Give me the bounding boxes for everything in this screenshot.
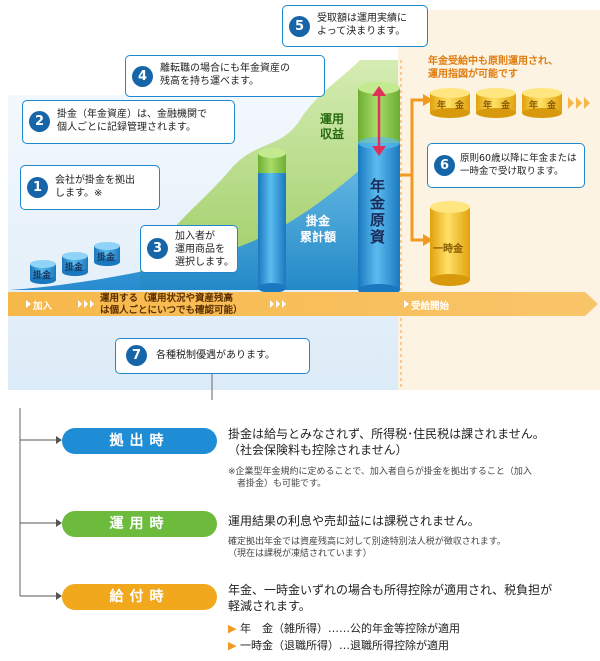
tax-label-operation: 運用時 [62, 511, 217, 537]
coin-label-1: 掛金 [33, 271, 52, 281]
accumulated-label: 掛金 累計額 [300, 214, 337, 244]
step-3-callout: 3 加入者が 運用商品を 選択します。 [140, 225, 238, 273]
timeline-start: 受給開始 [411, 301, 450, 312]
step-1-number: 1 [27, 177, 48, 198]
scheme-diagram [8, 10, 600, 400]
annuity-coin-label-1: 年 金 [437, 101, 465, 111]
tax-label-contribution: 拠出時 [62, 428, 217, 454]
step-5-callout: 5 受取額は運用実績に よって決まります。 [282, 5, 428, 47]
step-6-text: 原則60歳以降に年金または 一時金で受け取ります。 [460, 153, 577, 177]
coin-label-2: 掛金 [65, 263, 84, 273]
bullet-lump-sum: ▶ 一時金（退職所得）…退職所得控除が適用 [228, 639, 449, 652]
triangle-icon: ▶ [228, 639, 240, 652]
step-3-number: 3 [147, 238, 168, 259]
step-5-number: 5 [289, 16, 310, 37]
step-7-text: 各種税制優遇があります。 [156, 350, 275, 361]
lump-sum-label: 一時金 [433, 244, 463, 255]
step-5-text: 受取額は運用実績に よって決まります。 [317, 13, 407, 37]
step-1-text: 会社が掛金を拠出 します。※ [55, 175, 135, 199]
coin-label-3: 掛金 [97, 253, 116, 263]
tax-operation-note: 確定拠出年金では資産残高に対して別途特別法人税が徴収されます。 （現在は課税が凍… [228, 537, 506, 559]
annuity-coin-label-3: 年 金 [529, 101, 557, 111]
tax-payout-main: 年金、一時金いずれの場合も所得控除が適用され、税負担が 軽減されます。 [228, 583, 553, 613]
triangle-icon: ▶ [228, 622, 240, 635]
bullet-annuity: ▶ 年 金（雑所得）……公的年金等控除が適用 [228, 622, 460, 635]
timeline-operate: 運用する（運用状況や資産残高 は個人ごとにいつでも確認可能） [100, 293, 243, 316]
timeline-join: 加入 [33, 301, 53, 312]
step-2-callout: 2 掛金（年金資産）は、金融機関で 個人ごとに記録管理されます。 [22, 100, 235, 144]
step-4-callout: 4 離転職の場合にも年金資産の 残高を持ち運べます。 [125, 55, 325, 97]
step-1-callout: 1 会社が掛金を拠出 します。※ [20, 165, 160, 210]
step-3-text: 加入者が 運用商品を 選択します。 [175, 231, 234, 268]
step-2-text: 掛金（年金資産）は、金融機関で 個人ごとに記録管理されます。 [57, 109, 207, 133]
step-4-number: 4 [132, 66, 153, 87]
annuity-coin-label-2: 年 金 [483, 101, 511, 111]
tax-payout-bullets: ▶ 年 金（雑所得）……公的年金等控除が適用 ▶ 一時金（退職所得）…退職所得控… [228, 620, 460, 654]
annuity-operation-note: 年金受給中も原則運用され、 運用指図が可能です [428, 56, 559, 80]
step-6-callout: 6 原則60歳以降に年金または 一時金で受け取ります。 [427, 143, 585, 188]
step-2-number: 2 [29, 111, 50, 132]
tax-label-payout: 給付時 [62, 584, 217, 610]
step-7-callout: 7 各種税制優遇があります。 [115, 338, 310, 374]
tax-connector [19, 408, 62, 600]
coin-stack-1 [30, 260, 56, 284]
step-4-text: 離転職の場合にも年金資産の 残高を持ち運べます。 [160, 63, 290, 87]
tax-contribution-main: 掛金は給与とみなされず、所得税･住民税は課されません。 （社会保険料も控除されま… [228, 427, 545, 457]
tax-operation-main: 運用結果の利息や売却益には課税されません。 [228, 514, 480, 528]
pension-principal-label: 年 金 原 資 [370, 177, 386, 246]
step-6-number: 6 [434, 155, 455, 176]
returns-label: 運用 収益 [320, 112, 345, 141]
step-7-number: 7 [126, 345, 147, 366]
tax-contribution-note: ※企業型年金規約に定めることで、加入者自らが掛金を拠出すること（加入 者掛金）も… [228, 467, 532, 489]
